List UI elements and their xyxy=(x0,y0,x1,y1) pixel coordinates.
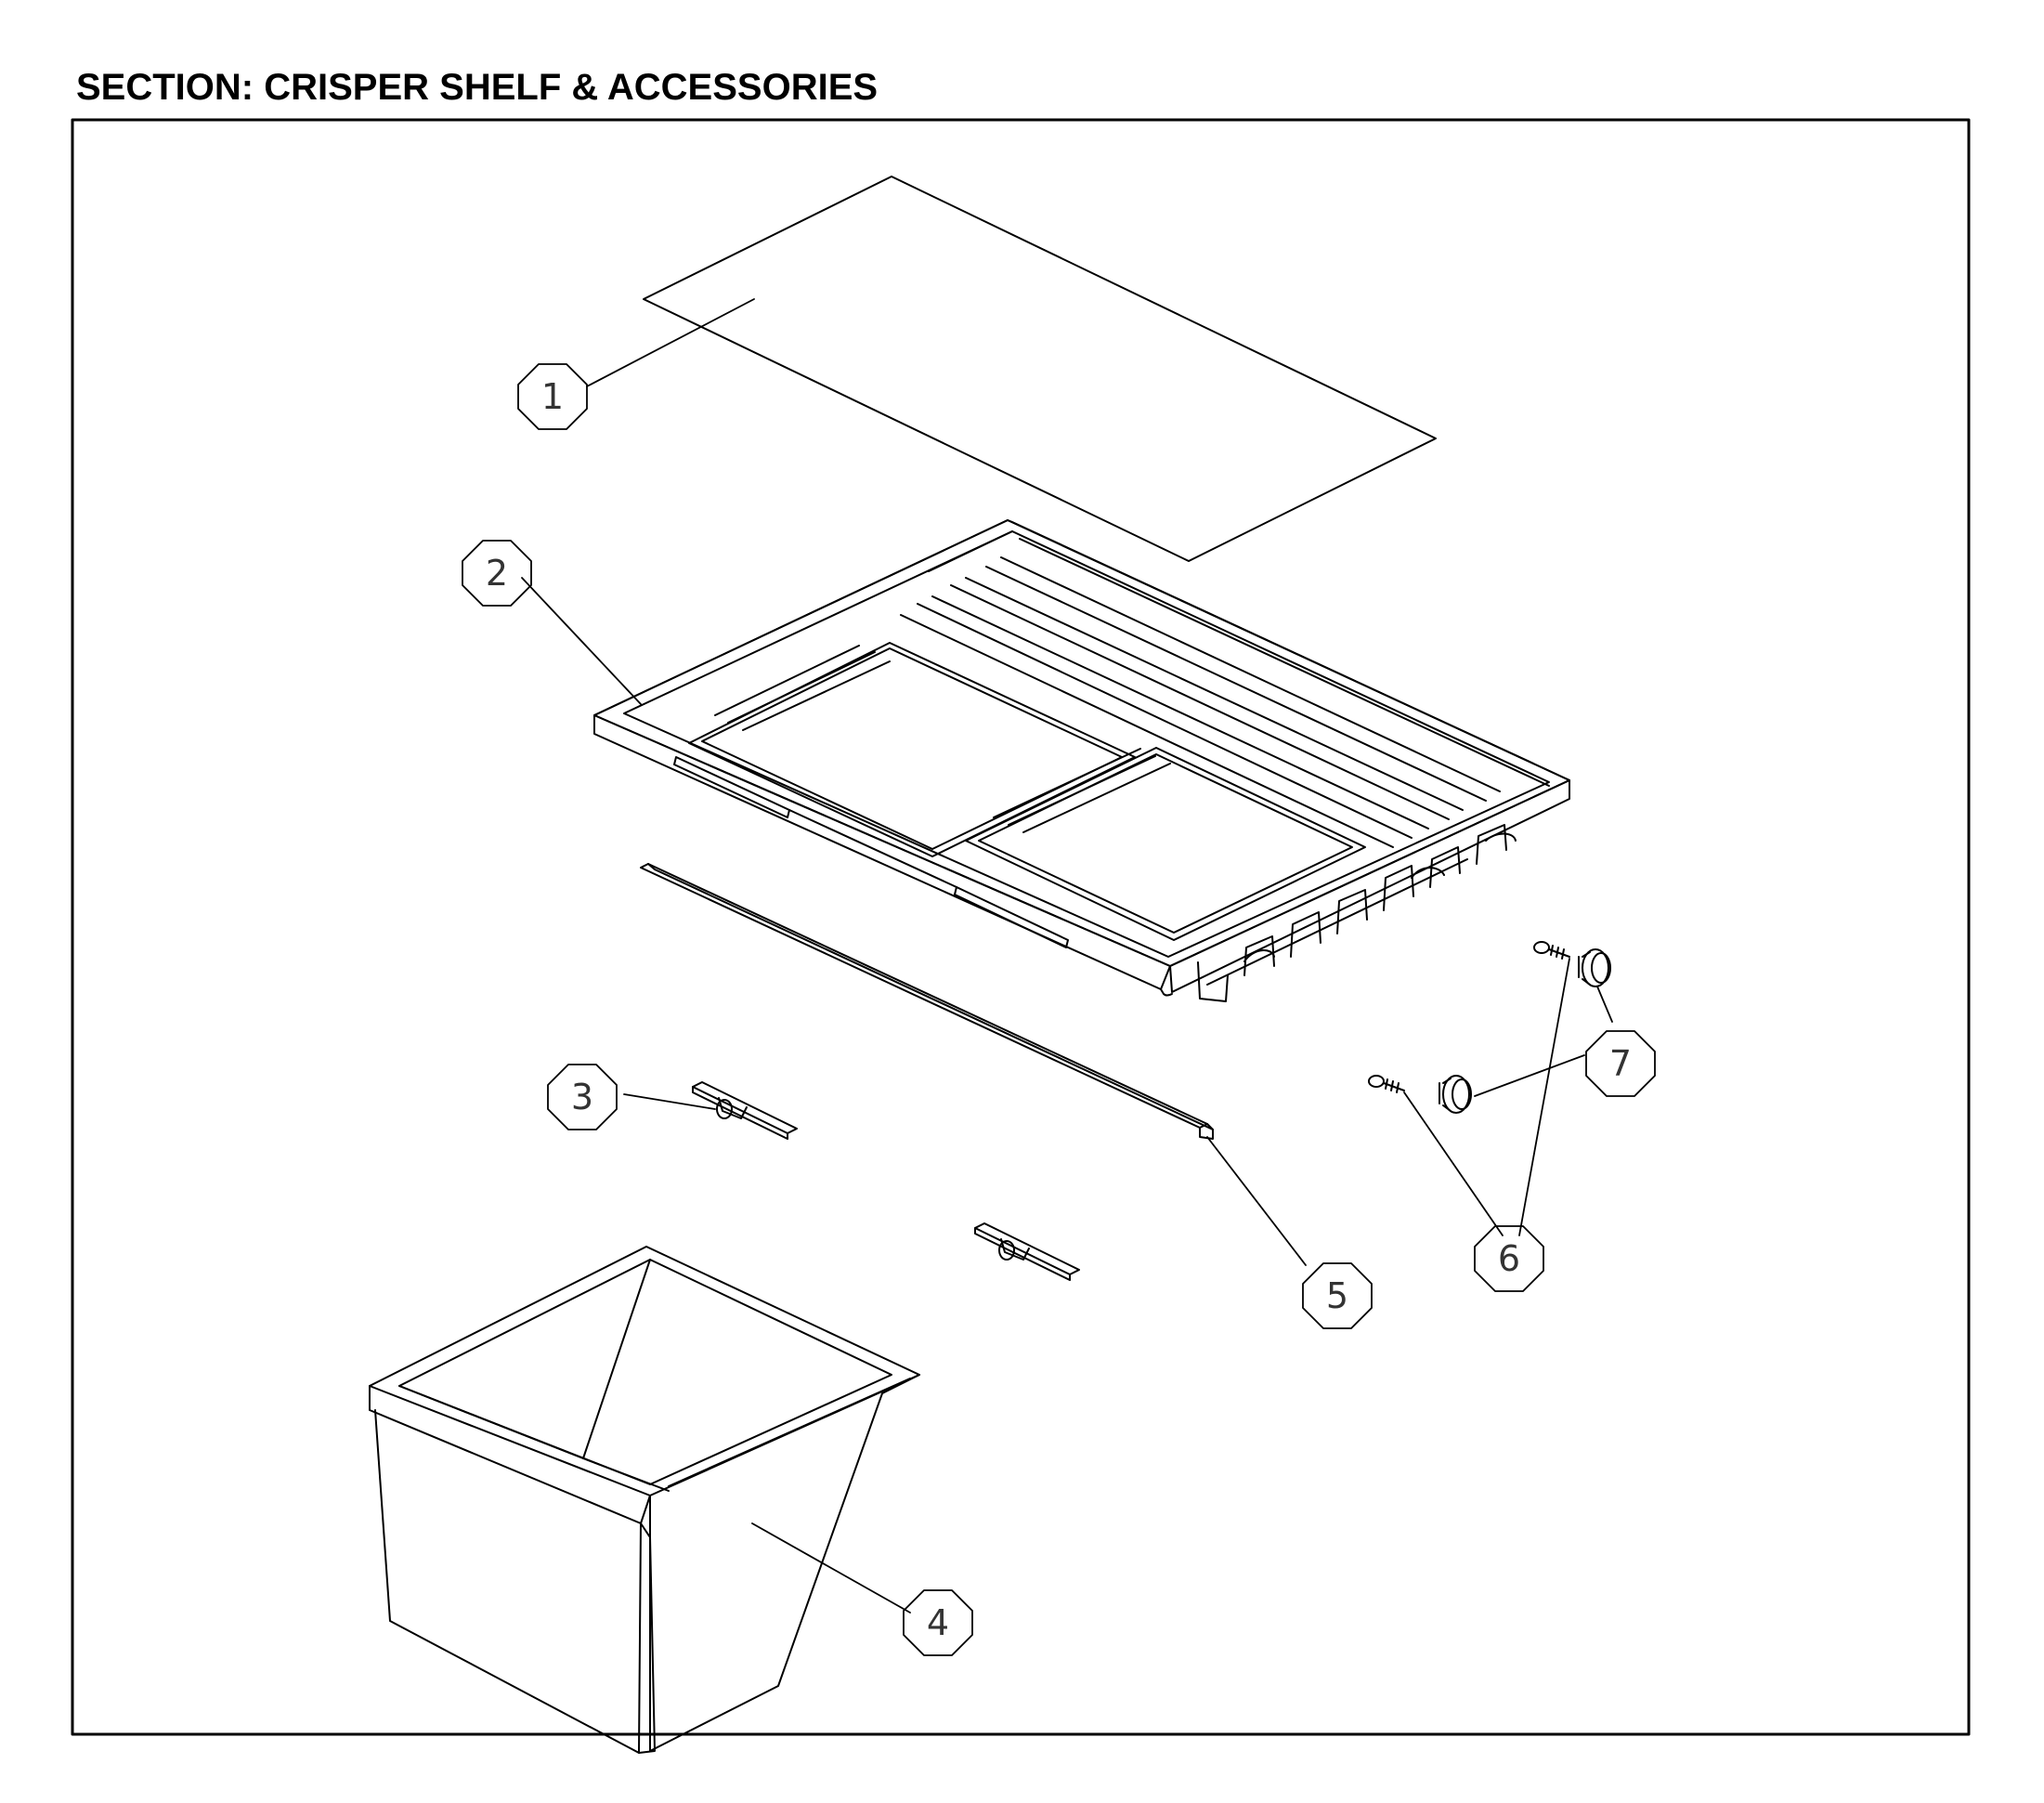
crisper-drawer-part xyxy=(369,1246,920,1754)
svg-text:1: 1 xyxy=(541,376,564,417)
drawer-slide-left xyxy=(692,1081,798,1140)
callout-6: 6 xyxy=(1474,1225,1544,1292)
callout-7: 7 xyxy=(1585,1030,1656,1097)
shelf-frame-part xyxy=(593,519,1570,1002)
drawer-slide-right xyxy=(974,1222,1080,1281)
callout-4: 4 xyxy=(903,1589,973,1656)
leader-lines xyxy=(521,298,1613,1614)
svg-text:5: 5 xyxy=(1326,1275,1348,1316)
svg-text:4: 4 xyxy=(927,1602,949,1643)
svg-text:3: 3 xyxy=(571,1077,593,1117)
screws-part xyxy=(1368,941,1570,1093)
svg-text:7: 7 xyxy=(1609,1043,1632,1084)
rail-strip-part xyxy=(640,863,1214,1140)
svg-text:6: 6 xyxy=(1498,1238,1520,1279)
callout-3: 3 xyxy=(547,1064,618,1130)
callout-1: 1 xyxy=(517,363,588,430)
callout-5: 5 xyxy=(1302,1262,1373,1329)
svg-text:2: 2 xyxy=(486,553,508,594)
roller-wheels-part xyxy=(1439,948,1611,1114)
diagram-frame xyxy=(71,118,1971,1736)
page-title: SECTION: CRISPER SHELF & ACCESSORIES xyxy=(76,67,879,108)
glass-shelf-part xyxy=(643,176,1437,562)
callout-2: 2 xyxy=(462,540,532,607)
